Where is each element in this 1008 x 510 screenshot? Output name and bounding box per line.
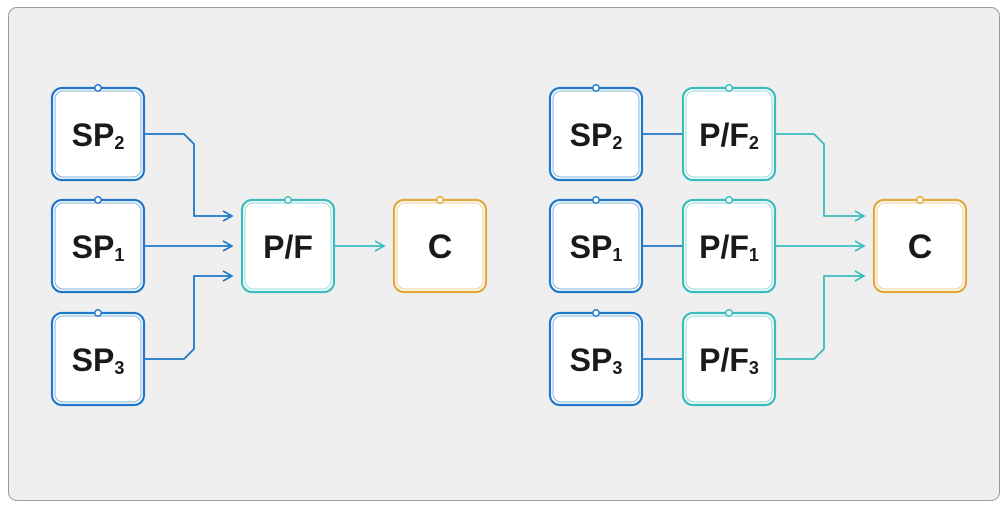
node-right-c: C [872,196,968,294]
node-label-main: SP [570,342,613,378]
node-anchor-dot [592,309,600,317]
node-label: SP2 [570,117,623,153]
node-label-subscript: 2 [114,133,124,153]
node-anchor-dot [94,196,102,204]
node-label: SP3 [570,342,623,378]
node-left-sp1: SP1 [50,196,146,294]
node-label: P/F3 [699,342,759,378]
node-label-subscript: 2 [749,133,759,153]
node-label: C [428,228,453,266]
node-left-sp2: SP2 [50,84,146,182]
node-anchor-dot [284,196,292,204]
node-anchor-dot [725,84,733,92]
node-label-main: SP [72,117,115,153]
node-label: SP3 [72,342,125,378]
node-label: SP1 [570,229,623,265]
node-anchor-dot [916,196,924,204]
node-anchor-dot [436,196,444,204]
node-label: P/F2 [699,117,759,153]
node-anchor-dot [725,196,733,204]
node-label-subscript: 3 [114,358,124,378]
node-right-pf2: P/F2 [681,84,777,182]
node-label-main: SP [570,229,613,265]
node-left-pf: P/F [240,196,336,294]
connector-left-sp2-to-pf [144,133,234,222]
node-label-main: P/F [699,229,749,265]
node-anchor-dot [592,196,600,204]
node-label-subscript: 3 [612,358,622,378]
node-label: SP2 [72,117,125,153]
node-right-pf1: P/F1 [681,196,777,294]
node-right-sp3: SP3 [548,309,644,407]
node-label-subscript: 1 [749,245,759,265]
node-left-sp3: SP3 [50,309,146,407]
node-anchor-dot [94,309,102,317]
connector-right-pf3-to-c [775,270,866,360]
node-label: P/F1 [699,229,759,265]
connector-right-pf2-to-c [775,133,866,222]
connector-left-sp3-to-pf [144,270,234,360]
node-label-subscript: 2 [612,133,622,153]
node-anchor-dot [94,84,102,92]
node-label-subscript: 1 [612,245,622,265]
node-right-sp1: SP1 [548,196,644,294]
diagram-panel [8,7,1000,501]
node-label: C [908,228,933,266]
node-label-main: C [908,228,933,266]
node-right-sp2: SP2 [548,84,644,182]
node-label-main: P/F [263,229,313,265]
node-label-main: SP [72,229,115,265]
node-label: P/F [263,229,313,265]
node-anchor-dot [725,309,733,317]
node-right-pf3: P/F3 [681,309,777,407]
node-label-main: C [428,228,453,266]
node-label: SP1 [72,229,125,265]
node-label-main: SP [570,117,613,153]
node-label-subscript: 1 [114,245,124,265]
node-label-subscript: 3 [749,358,759,378]
node-left-c: C [392,196,488,294]
node-label-main: P/F [699,342,749,378]
node-anchor-dot [592,84,600,92]
node-label-main: P/F [699,117,749,153]
node-label-main: SP [72,342,115,378]
